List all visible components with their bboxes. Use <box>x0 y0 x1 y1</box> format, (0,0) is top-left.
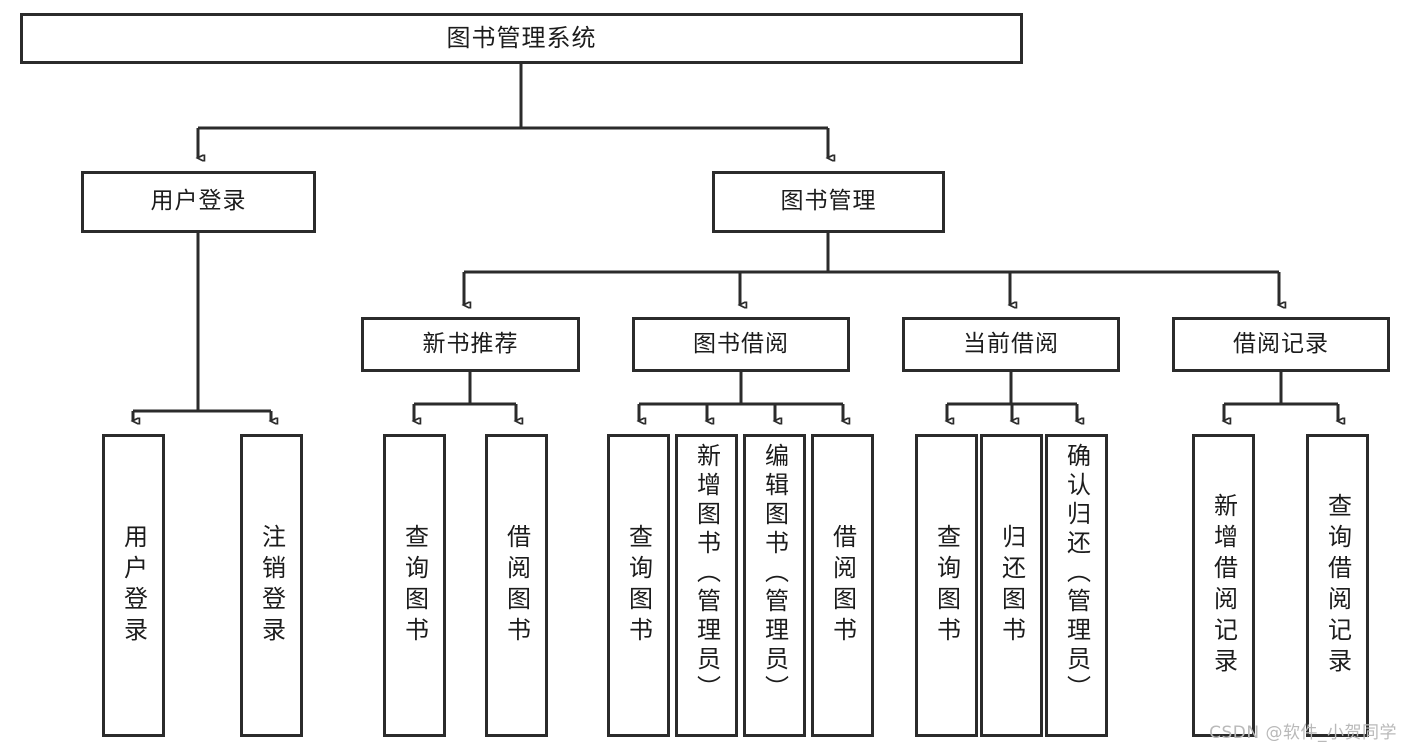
node-label: 用户登录 <box>150 188 247 215</box>
node-label: 查询图书 <box>932 523 961 648</box>
node-label: 图书管理系统 <box>446 24 597 53</box>
node-leaf-query-book-borrow[interactable]: 查询图书 <box>607 434 670 737</box>
node-leaf-edit-book-admin[interactable]: 编辑图书（管理员） <box>743 434 806 737</box>
node-label: 借阅记录 <box>1233 330 1329 357</box>
node-leaf-add-borrow-record[interactable]: 新增借阅记录 <box>1192 434 1255 737</box>
node-leaf-query-borrow-record[interactable]: 查询借阅记录 <box>1306 434 1369 737</box>
node-current-borrow[interactable]: 当前借阅 <box>902 317 1120 372</box>
node-label: 查询图书 <box>624 523 653 648</box>
node-label: 新增借阅记录 <box>1209 492 1238 679</box>
node-leaf-add-book-admin[interactable]: 新增图书（管理员） <box>675 434 738 737</box>
node-label: 确认归还（管理员） <box>1062 443 1091 704</box>
node-leaf-confirm-return-admin[interactable]: 确认归还（管理员） <box>1045 434 1108 737</box>
node-leaf-user-login[interactable]: 用户登录 <box>102 434 165 737</box>
node-new-book-recommend[interactable]: 新书推荐 <box>361 317 580 372</box>
node-label: 用户登录 <box>119 523 148 648</box>
node-label: 编辑图书（管理员） <box>760 443 789 704</box>
node-leaf-borrow-book[interactable]: 借阅图书 <box>811 434 874 737</box>
node-label: 借阅图书 <box>502 523 531 648</box>
csdn-watermark: CSDN @软件_小贺同学 <box>1209 723 1397 743</box>
node-label: 注销登录 <box>257 523 286 648</box>
node-label: 查询借阅记录 <box>1323 492 1352 679</box>
node-leaf-borrow-book-recommend[interactable]: 借阅图书 <box>485 434 548 737</box>
node-label: 当前借阅 <box>963 330 1059 357</box>
node-book-manage[interactable]: 图书管理 <box>712 171 945 233</box>
node-user-login[interactable]: 用户登录 <box>81 171 316 233</box>
node-label: 借阅图书 <box>828 523 857 648</box>
node-leaf-query-book-current[interactable]: 查询图书 <box>915 434 978 737</box>
node-label: 图书管理 <box>780 188 877 215</box>
node-leaf-query-book-recommend[interactable]: 查询图书 <box>383 434 446 737</box>
node-label: 新增图书（管理员） <box>692 443 721 704</box>
node-label: 新书推荐 <box>422 330 519 357</box>
node-label: 图书借阅 <box>693 330 789 357</box>
node-label: 归还图书 <box>997 523 1026 648</box>
node-label: 查询图书 <box>400 523 429 648</box>
node-book-borrow[interactable]: 图书借阅 <box>632 317 850 372</box>
node-leaf-return-book[interactable]: 归还图书 <box>980 434 1043 737</box>
node-leaf-logout-login[interactable]: 注销登录 <box>240 434 303 737</box>
node-borrow-record[interactable]: 借阅记录 <box>1172 317 1390 372</box>
node-root-book-management-system[interactable]: 图书管理系统 <box>20 13 1023 64</box>
